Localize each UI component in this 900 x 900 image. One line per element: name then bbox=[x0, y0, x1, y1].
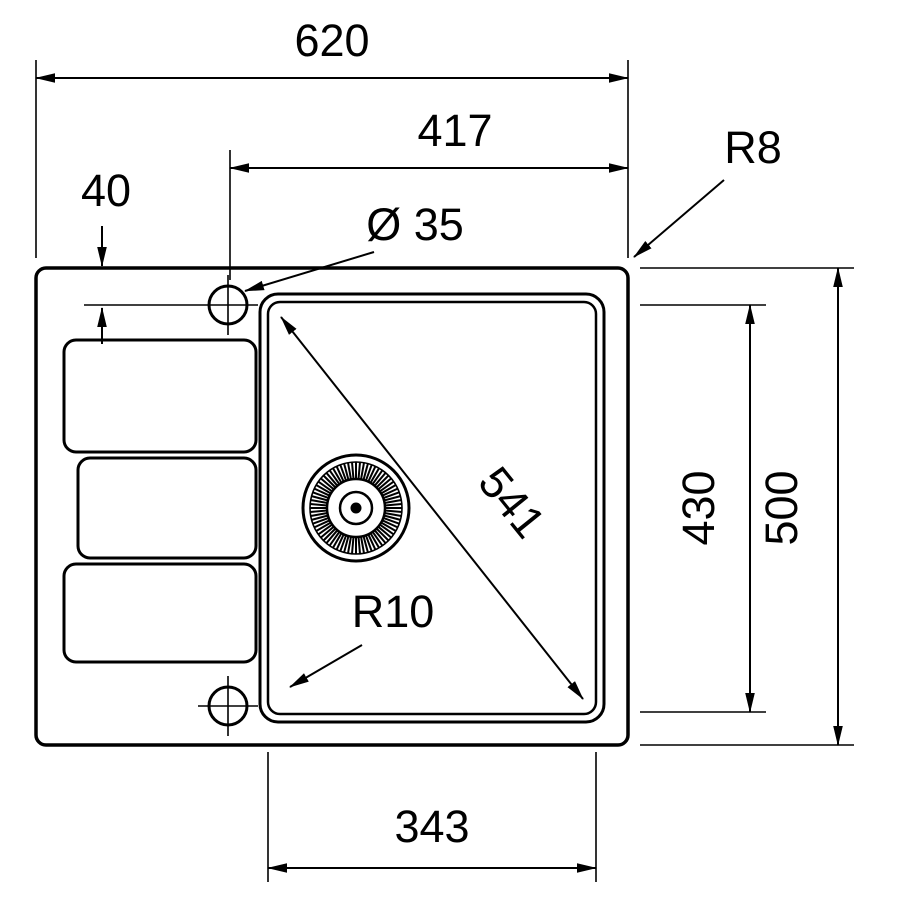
drainer-rib bbox=[76, 456, 258, 560]
dim-label-541: 541 bbox=[469, 457, 556, 547]
tap-hole-top bbox=[84, 275, 258, 335]
leader-line bbox=[244, 251, 375, 292]
dim-overall-depth: 500 bbox=[640, 267, 854, 746]
dim-label-r10: R10 bbox=[352, 586, 435, 637]
drainer-rib bbox=[62, 338, 258, 454]
dim-label-343: 343 bbox=[394, 801, 469, 852]
dim-label-620: 620 bbox=[294, 15, 369, 66]
dim-bowl-width: 343 bbox=[267, 752, 597, 882]
drainer-ribs bbox=[62, 338, 258, 664]
dim-bowl-corner-radius: R10 bbox=[289, 586, 435, 688]
diagonal-dimension-line bbox=[280, 316, 584, 700]
dim-bowl-length: 430 bbox=[640, 304, 766, 713]
dim-overall-width: 620 bbox=[35, 15, 629, 258]
dim-label-r8: R8 bbox=[724, 122, 782, 173]
sink-outline-group bbox=[34, 266, 630, 747]
dim-label-500: 500 bbox=[756, 470, 807, 545]
dim-tap-offset: 40 bbox=[81, 165, 131, 344]
tap-hole-bottom bbox=[198, 676, 258, 736]
tap-hole-circle bbox=[207, 685, 249, 727]
dim-label-430: 430 bbox=[673, 470, 724, 545]
dim-label-40: 40 bbox=[81, 165, 131, 216]
bowl-outer-rim bbox=[258, 292, 606, 724]
sink-outer-rect bbox=[34, 266, 630, 747]
tap-hole-circle bbox=[207, 284, 249, 326]
dim-label-417: 417 bbox=[417, 105, 492, 156]
bowl bbox=[258, 292, 606, 724]
dim-label-diameter-35: Ø 35 bbox=[366, 199, 464, 250]
strainer-center-dot bbox=[350, 502, 362, 514]
dim-outer-corner-radius: R8 bbox=[633, 122, 782, 258]
dim-tap-hole-diameter: Ø 35 bbox=[244, 199, 464, 292]
leader-line bbox=[289, 644, 363, 688]
bowl-inner-edge bbox=[266, 300, 598, 716]
drainer-rib bbox=[62, 562, 258, 664]
drain-strainer bbox=[301, 453, 411, 563]
leader-line bbox=[633, 179, 725, 258]
dim-tap-to-right-edge: 417 bbox=[229, 105, 629, 280]
